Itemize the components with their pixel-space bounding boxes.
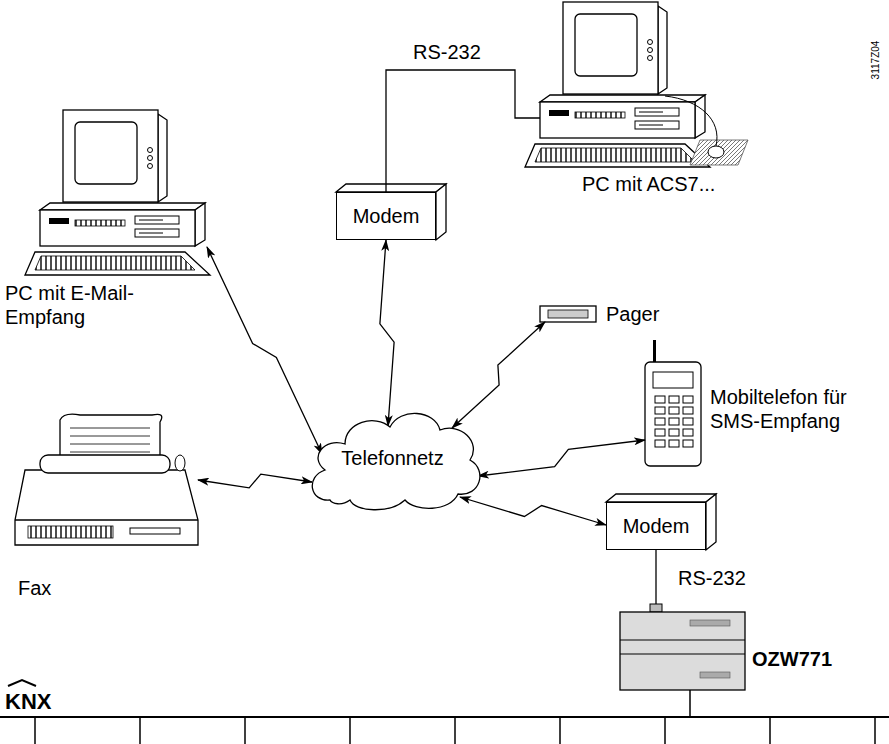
phone-link xyxy=(460,497,606,525)
device-label: PC mit E-Mail-Empfang xyxy=(5,281,157,329)
device-label: Modem xyxy=(623,514,690,538)
bus-logo: KNX xyxy=(5,689,51,715)
phone-link xyxy=(380,240,394,426)
device-label: PC mit ACS7... xyxy=(582,172,742,196)
serial-cable xyxy=(655,550,656,604)
phone-link xyxy=(478,440,645,476)
pager-device: Pager xyxy=(536,300,666,330)
pc-device: PC mit E-Mail-Empfang xyxy=(2,105,220,333)
pc-device: PC mit ACS7... xyxy=(522,0,744,205)
drawing-number: 3117Z04 xyxy=(870,41,882,80)
device-label: Pager xyxy=(606,302,664,326)
fax-device: Fax xyxy=(10,410,210,605)
phone-link xyxy=(198,474,312,488)
device-label: Modem xyxy=(353,204,420,228)
network-cloud: Telefonnetz xyxy=(300,402,485,514)
phone-link xyxy=(207,247,322,454)
device-label: Fax xyxy=(18,576,78,600)
device-label: Telefonnetz xyxy=(341,446,443,470)
modem-box: Modem xyxy=(336,192,436,240)
cable-label: RS-232 xyxy=(676,566,748,590)
serial-cable xyxy=(386,70,540,192)
phone-link xyxy=(452,322,545,428)
cloud-outline-path xyxy=(312,413,480,509)
cable-label: RS-232 xyxy=(411,40,483,64)
device-label: OZW771 xyxy=(752,647,882,671)
controller-device: OZW771 xyxy=(615,603,887,698)
device-label: Mobiltelefon für SMS-Empfang xyxy=(710,385,882,433)
mobile-phone: Mobiltelefon für SMS-Empfang xyxy=(640,343,885,468)
modem-box: Modem xyxy=(606,502,706,550)
